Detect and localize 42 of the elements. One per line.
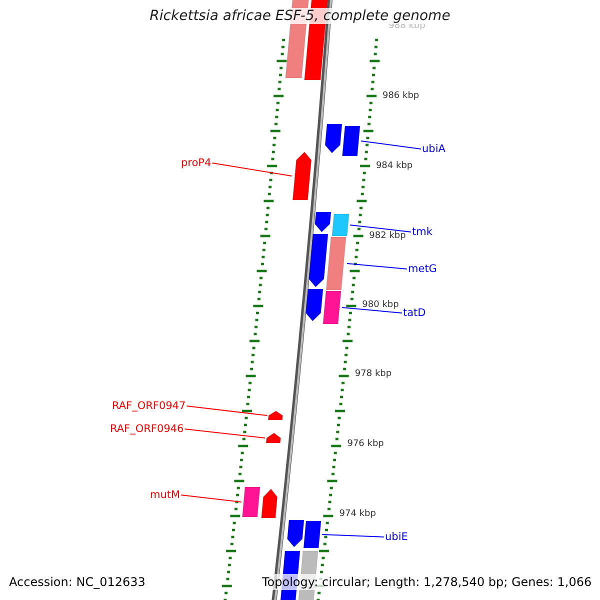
gene-label: tatD bbox=[403, 307, 426, 319]
gene-feature bbox=[324, 124, 342, 154]
scale-label: 978 kbp bbox=[354, 369, 392, 380]
gene-label: ubiE bbox=[385, 531, 408, 543]
leader-line bbox=[342, 307, 402, 314]
accession-text: Accession: NC_012633 bbox=[9, 574, 146, 590]
gene-label: mutM bbox=[150, 489, 180, 501]
scale-label: 974 kbp bbox=[339, 509, 376, 520]
gene-label: tmk bbox=[412, 226, 432, 238]
gene-feature bbox=[261, 488, 278, 518]
gene-label: RAF_ORF0947 bbox=[112, 400, 186, 412]
leader-line bbox=[322, 534, 384, 538]
leader-line bbox=[360, 140, 422, 150]
gene-feature bbox=[242, 486, 260, 518]
scale-label: 986 kbp bbox=[382, 91, 420, 102]
gene-label: RAF_ORF0946 bbox=[110, 423, 184, 435]
gene-label: ubiA bbox=[422, 143, 446, 155]
leader-line bbox=[186, 406, 268, 416]
gene-feature bbox=[303, 520, 322, 548]
genome-info-text: Topology: circular; Length: 1,278,540 bp; Genes: 1,066 bbox=[262, 574, 592, 590]
gene-feature bbox=[306, 288, 324, 322]
leader-line bbox=[184, 428, 266, 438]
leader-line bbox=[346, 263, 408, 270]
gene-feature bbox=[326, 236, 346, 290]
gene-feature bbox=[266, 432, 281, 444]
gene-feature bbox=[268, 410, 283, 420]
leader-line bbox=[212, 162, 292, 176]
scale-label: 982 kbp bbox=[369, 231, 406, 242]
gene-feature bbox=[322, 290, 342, 324]
gene-label: proP4 bbox=[181, 157, 212, 169]
scale-label: 984 kbp bbox=[376, 161, 413, 172]
gene-feature bbox=[342, 126, 360, 156]
gene-feature bbox=[332, 214, 350, 236]
leader-line bbox=[180, 494, 242, 502]
gene-feature bbox=[292, 152, 312, 200]
scale-label: 980 kbp bbox=[362, 300, 399, 311]
gene-feature bbox=[314, 212, 332, 232]
leader-line bbox=[350, 224, 412, 232]
scale-label: 988 kbp bbox=[388, 21, 426, 32]
gene-label: metG bbox=[408, 263, 437, 275]
scale-label: 976 kbp bbox=[347, 439, 384, 450]
gene-feature bbox=[287, 520, 304, 548]
